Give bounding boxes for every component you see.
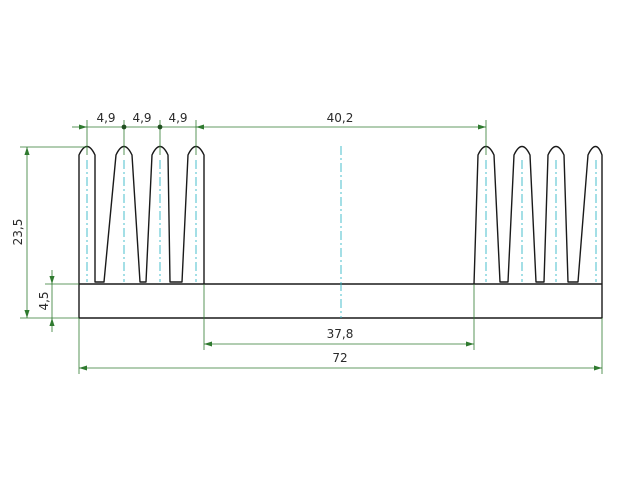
dim-base-thickness: 4,5 xyxy=(37,291,51,310)
dim-fin-pitch-3: 4,9 xyxy=(168,111,187,125)
dim-overall-width: 72 xyxy=(332,351,347,365)
dim-fin-pitch-1: 4,9 xyxy=(96,111,115,125)
top-extension-lines xyxy=(86,120,487,155)
dim-dot xyxy=(157,124,163,130)
dim-flat-base-width: 37,8 xyxy=(327,327,354,341)
dim-dot xyxy=(121,124,127,130)
dim-fin-gap-span: 40,2 xyxy=(327,111,354,125)
fin-centerlines xyxy=(86,146,597,318)
heatsink-profile xyxy=(78,145,603,319)
dim-total-height: 23,5 xyxy=(11,219,25,246)
dim-fin-pitch-2: 4,9 xyxy=(132,111,151,125)
